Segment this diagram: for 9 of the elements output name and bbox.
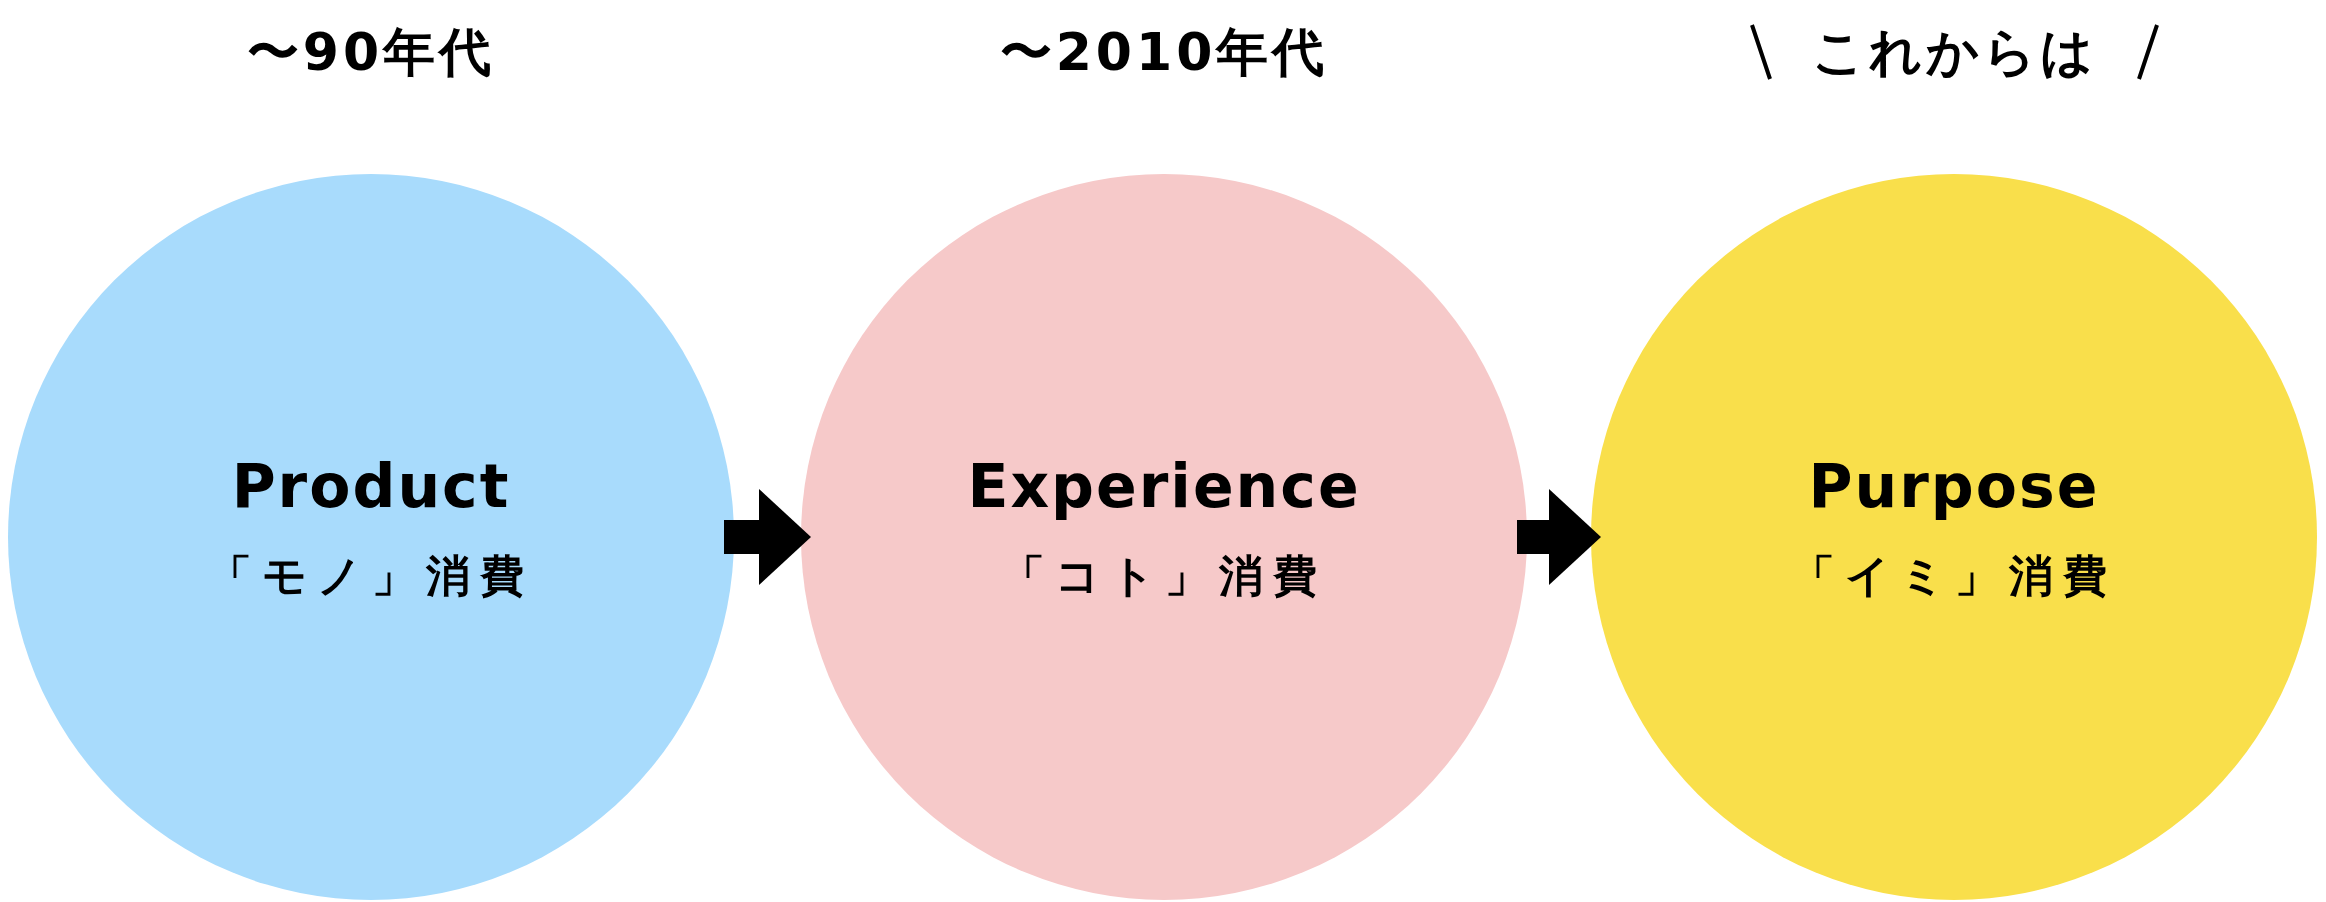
era-heading: 〜90年代 (246, 26, 496, 78)
era-heading: 〜2010年代 (999, 26, 1329, 78)
circle-subtitle: 「モノ」消費 (208, 554, 534, 598)
circle-subtitle: 「コト」消費 (1001, 554, 1327, 598)
block-arrow (1517, 489, 1601, 585)
era-heading: これからは (1811, 26, 2097, 78)
circle-title: Product (231, 456, 511, 516)
block-arrow (724, 489, 811, 585)
circle-subtitle: 「イミ」消費 (1791, 554, 2117, 598)
